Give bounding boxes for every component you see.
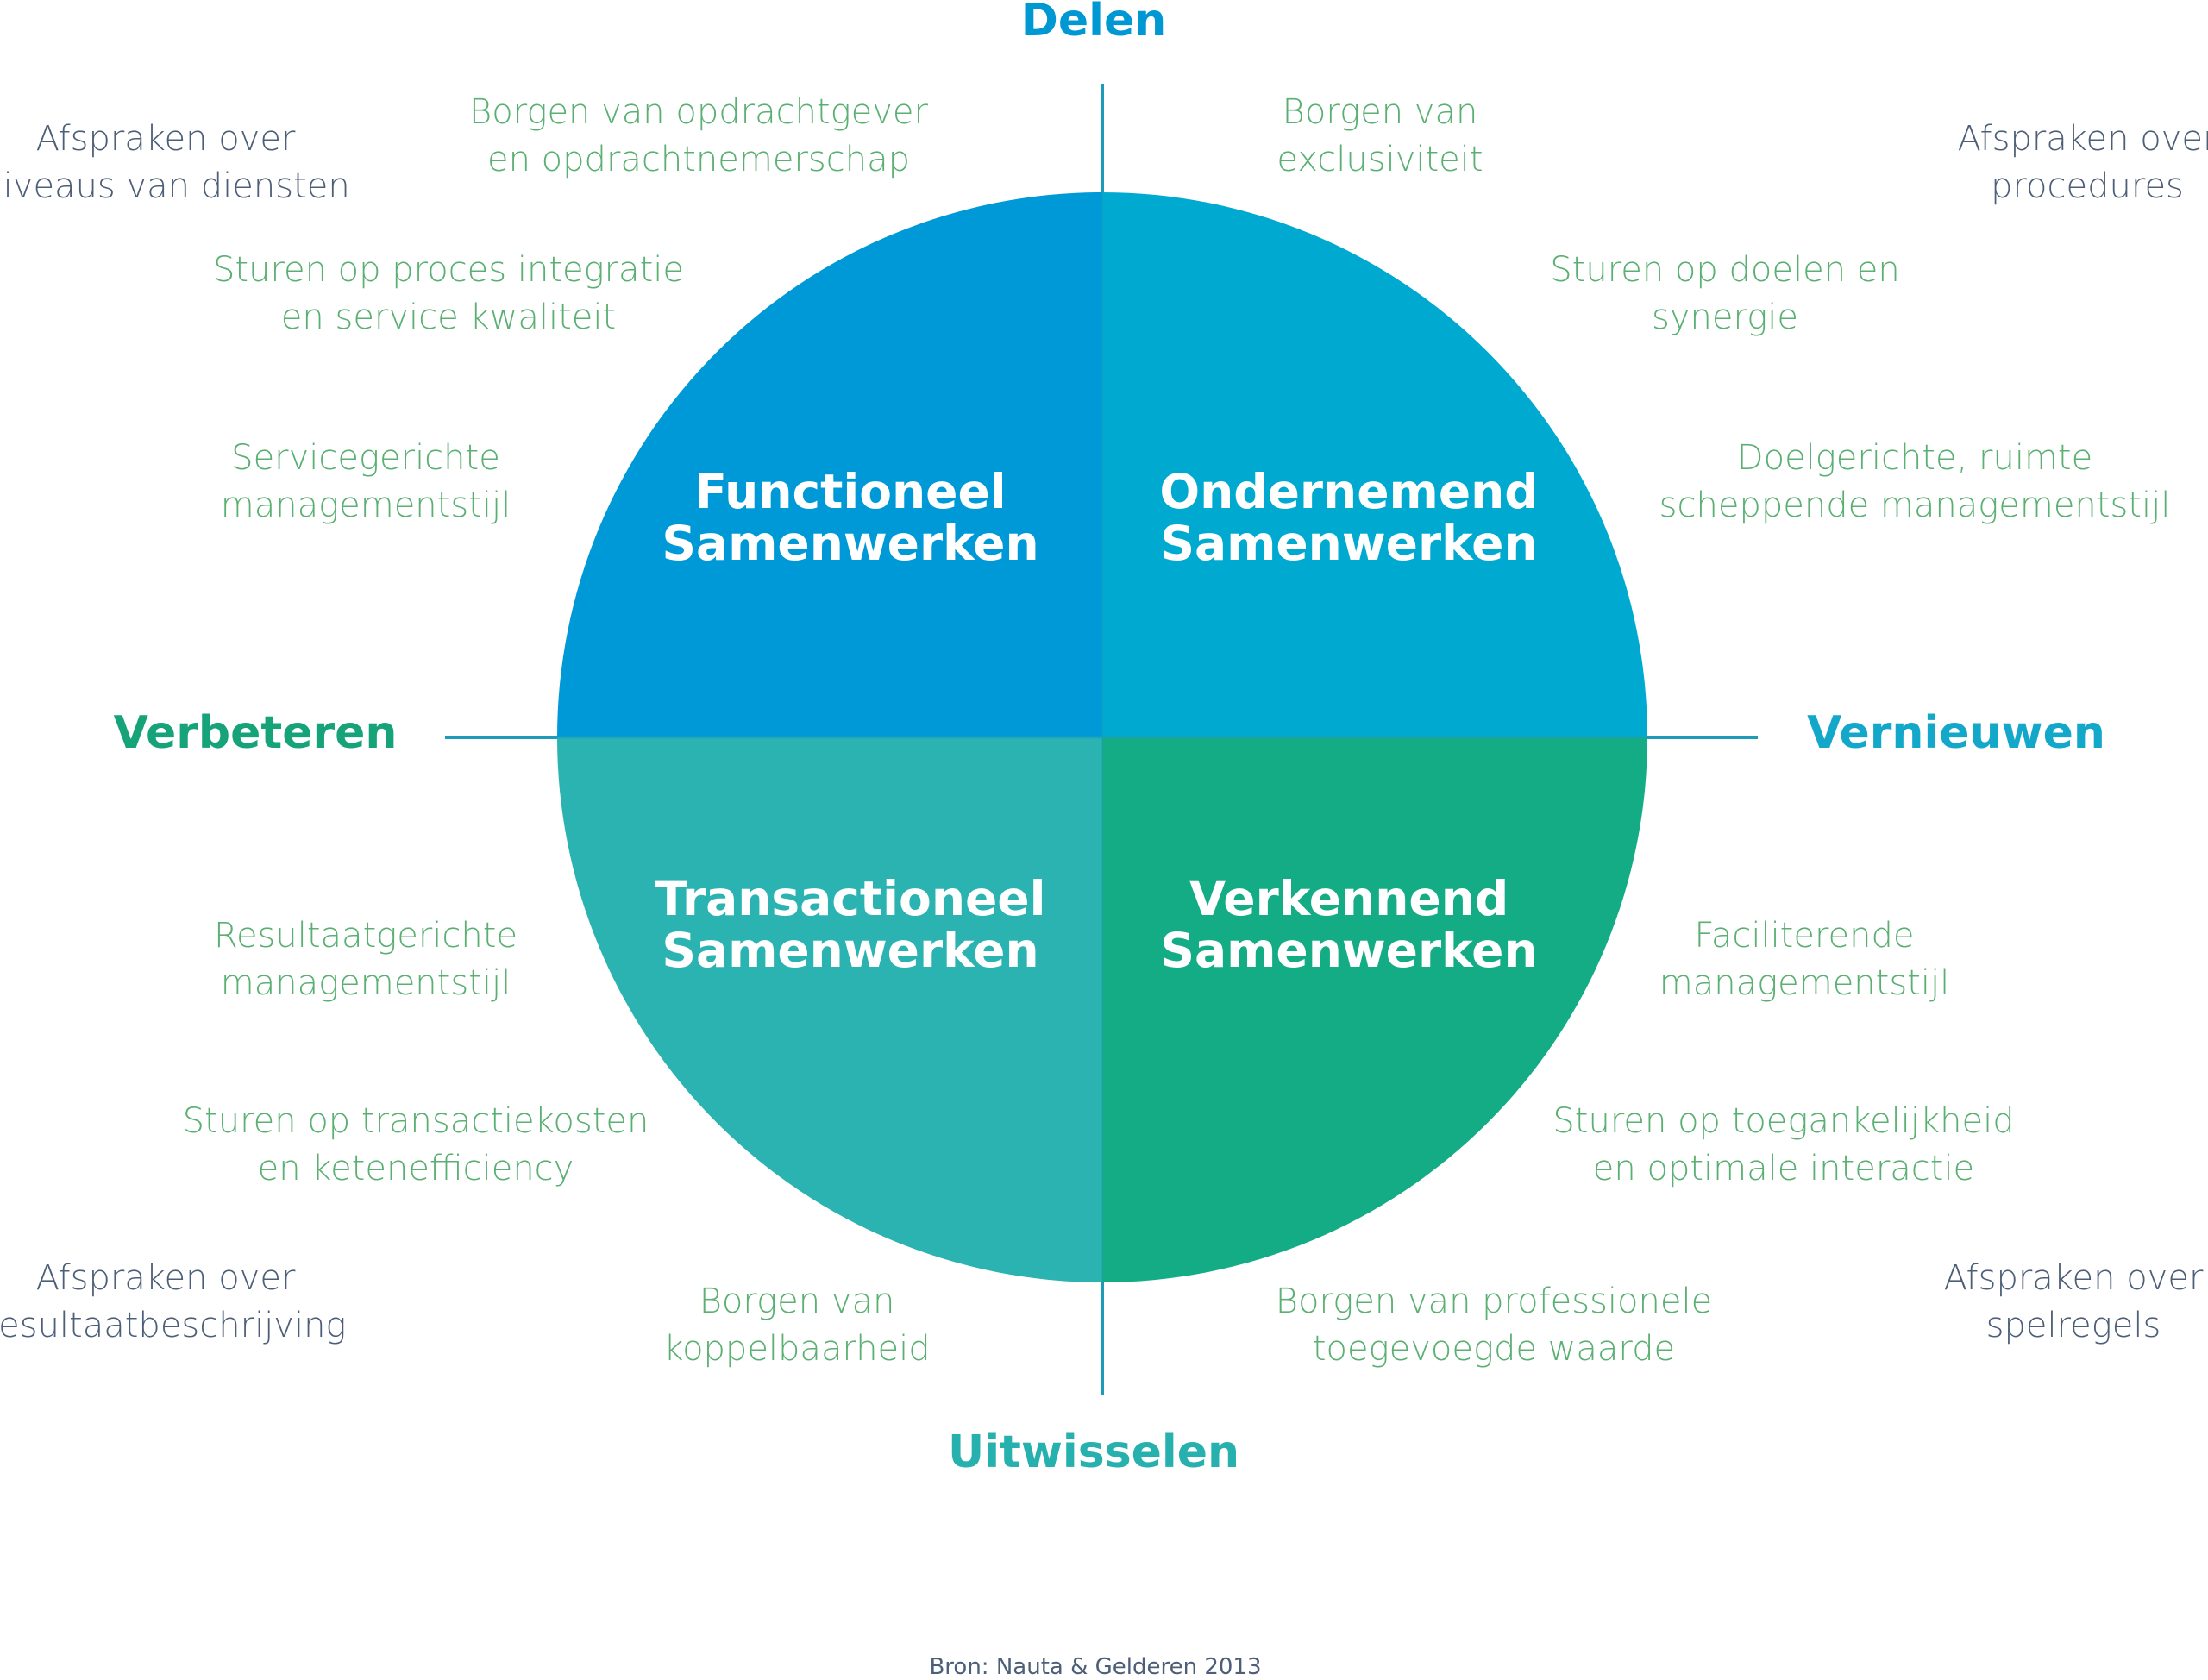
quadrant-title-functioneel: Functioneel Samenwerken [662, 466, 1038, 569]
annotation-line: Sturen op doelen en [1550, 250, 1900, 290]
annotation-line: Borgen van opdrachtgever [469, 92, 928, 132]
annotation-line: Sturen op proces integratie [213, 250, 684, 290]
annotation-servicegerichte-stijl: Servicegerichte managementstijl [221, 435, 511, 530]
annotation-afspraken-procedures: Afspraken over procedures [1958, 116, 2208, 210]
annotation-borgen-koppelbaarheid: Borgen van koppelbaarheid [663, 1278, 930, 1373]
annotation-line: scheppende managementstijl [1659, 486, 2171, 525]
quadrant-title-line: Ondernemend [1159, 464, 1539, 519]
annotation-borgen-professionele-waarde: Borgen van professionele toegevoegde waa… [1276, 1278, 1712, 1373]
annotation-borgen-exclusiviteit: Borgen van exclusiviteit [1276, 89, 1483, 184]
annotation-line: spelregels [1985, 1306, 2161, 1345]
annotation-line: synergie [1652, 298, 1798, 337]
annotation-line: Borgen van [699, 1282, 895, 1321]
quadrant-title-line: Samenwerken [662, 923, 1039, 978]
annotation-line: exclusiviteit [1276, 140, 1484, 179]
source-citation: Bron: Nauta & Gelderen 2013 [929, 1654, 1262, 1680]
annotation-line: Afspraken over [1943, 1258, 2204, 1298]
annotation-line: en ketenefficiency [257, 1149, 574, 1188]
annotation-line: en optimale interactie [1592, 1149, 1975, 1188]
axis-label-left: Verbeteren [113, 707, 398, 759]
quadrant-title-line: Samenwerken [662, 516, 1039, 571]
annotation-sturen-transactiekosten: Sturen op transactiekosten en keteneffic… [183, 1098, 649, 1193]
annotation-line: Afspraken over [1957, 119, 2208, 159]
annotation-line: resultaatbeschrijving [0, 1306, 347, 1345]
annotation-line: Sturen op transactiekosten [182, 1101, 649, 1141]
annotation-line: Afspraken over [35, 1258, 296, 1298]
annotation-faciliterende-stijl: Faciliterende managementstijl [1659, 912, 1949, 1007]
annotation-line: managementstijl [220, 963, 511, 1003]
annotation-sturen-toegankelijkheid: Sturen op toegankelijkheid en optimale i… [1552, 1098, 2014, 1193]
annotation-afspraken-niveaus: Afspraken over niveaus van diensten [0, 116, 350, 210]
annotation-line: niveaus van diensten [0, 166, 350, 206]
annotation-line: Sturen op toegankelijkheid [1552, 1101, 2015, 1141]
annotation-line: procedures [1991, 166, 2184, 206]
annotation-line: Doelgerichte, ruimte [1736, 438, 2093, 478]
annotation-line: Servicegerichte [231, 438, 500, 478]
quadrant-title-line: Transactioneel [655, 871, 1046, 926]
quadrant-title-line: Verkennend [1189, 871, 1509, 926]
annotation-line: Borgen van [1282, 92, 1478, 132]
annotation-borgen-opdrachtgever: Borgen van opdrachtgever en opdrachtneme… [469, 89, 928, 184]
annotation-sturen-proces-integratie: Sturen op proces integratie en service k… [213, 247, 684, 342]
annotation-line: Borgen van professionele [1275, 1282, 1713, 1321]
annotation-line: managementstijl [1659, 963, 1950, 1003]
axis-label-right: Vernieuwen [1807, 707, 2105, 759]
axis-label-bottom: Uitwisselen [947, 1426, 1240, 1478]
quadrant-title-transactioneel: Transactioneel Samenwerken [656, 873, 1046, 976]
quadrant-bottom-right [1102, 737, 1647, 1282]
annotation-line: en service kwaliteit [280, 298, 617, 337]
annotation-line: Resultaatgerichte [213, 916, 518, 956]
annotation-line: managementstijl [220, 486, 511, 525]
quadrant-top-left [557, 192, 1102, 737]
annotation-line: Faciliterende [1694, 916, 1915, 956]
quadrant-title-verkennend: Verkennend Samenwerken [1160, 873, 1537, 976]
quadrant-title-line: Functioneel [694, 464, 1007, 519]
annotation-line: en opdrachtnemerschap [487, 140, 910, 179]
quadrant-title-line: Samenwerken [1160, 923, 1538, 978]
annotation-resultaatgerichte-stijl: Resultaatgerichte managementstijl [214, 912, 518, 1007]
annotation-line: koppelbaarheid [663, 1329, 931, 1369]
quadrant-title-line: Samenwerken [1160, 516, 1538, 571]
quadrant-title-ondernemend: Ondernemend Samenwerken [1159, 466, 1538, 569]
quadrant-bottom-left [557, 737, 1102, 1282]
annotation-line: toegevoegde waarde [1312, 1329, 1676, 1369]
annotation-doelgerichte-stijl: Doelgerichte, ruimte scheppende manageme… [1659, 435, 2171, 530]
annotation-afspraken-resultaatbeschrijving: Afspraken over resultaatbeschrijving [0, 1255, 346, 1350]
annotation-sturen-doelen: Sturen op doelen en synergie [1550, 247, 1899, 342]
annotation-afspraken-spelregels: Afspraken over spelregels [1944, 1255, 2204, 1350]
annotation-line: Afspraken over [35, 119, 296, 159]
axis-label-top: Delen [1020, 0, 1167, 47]
quadrant-top-right [1102, 192, 1647, 737]
